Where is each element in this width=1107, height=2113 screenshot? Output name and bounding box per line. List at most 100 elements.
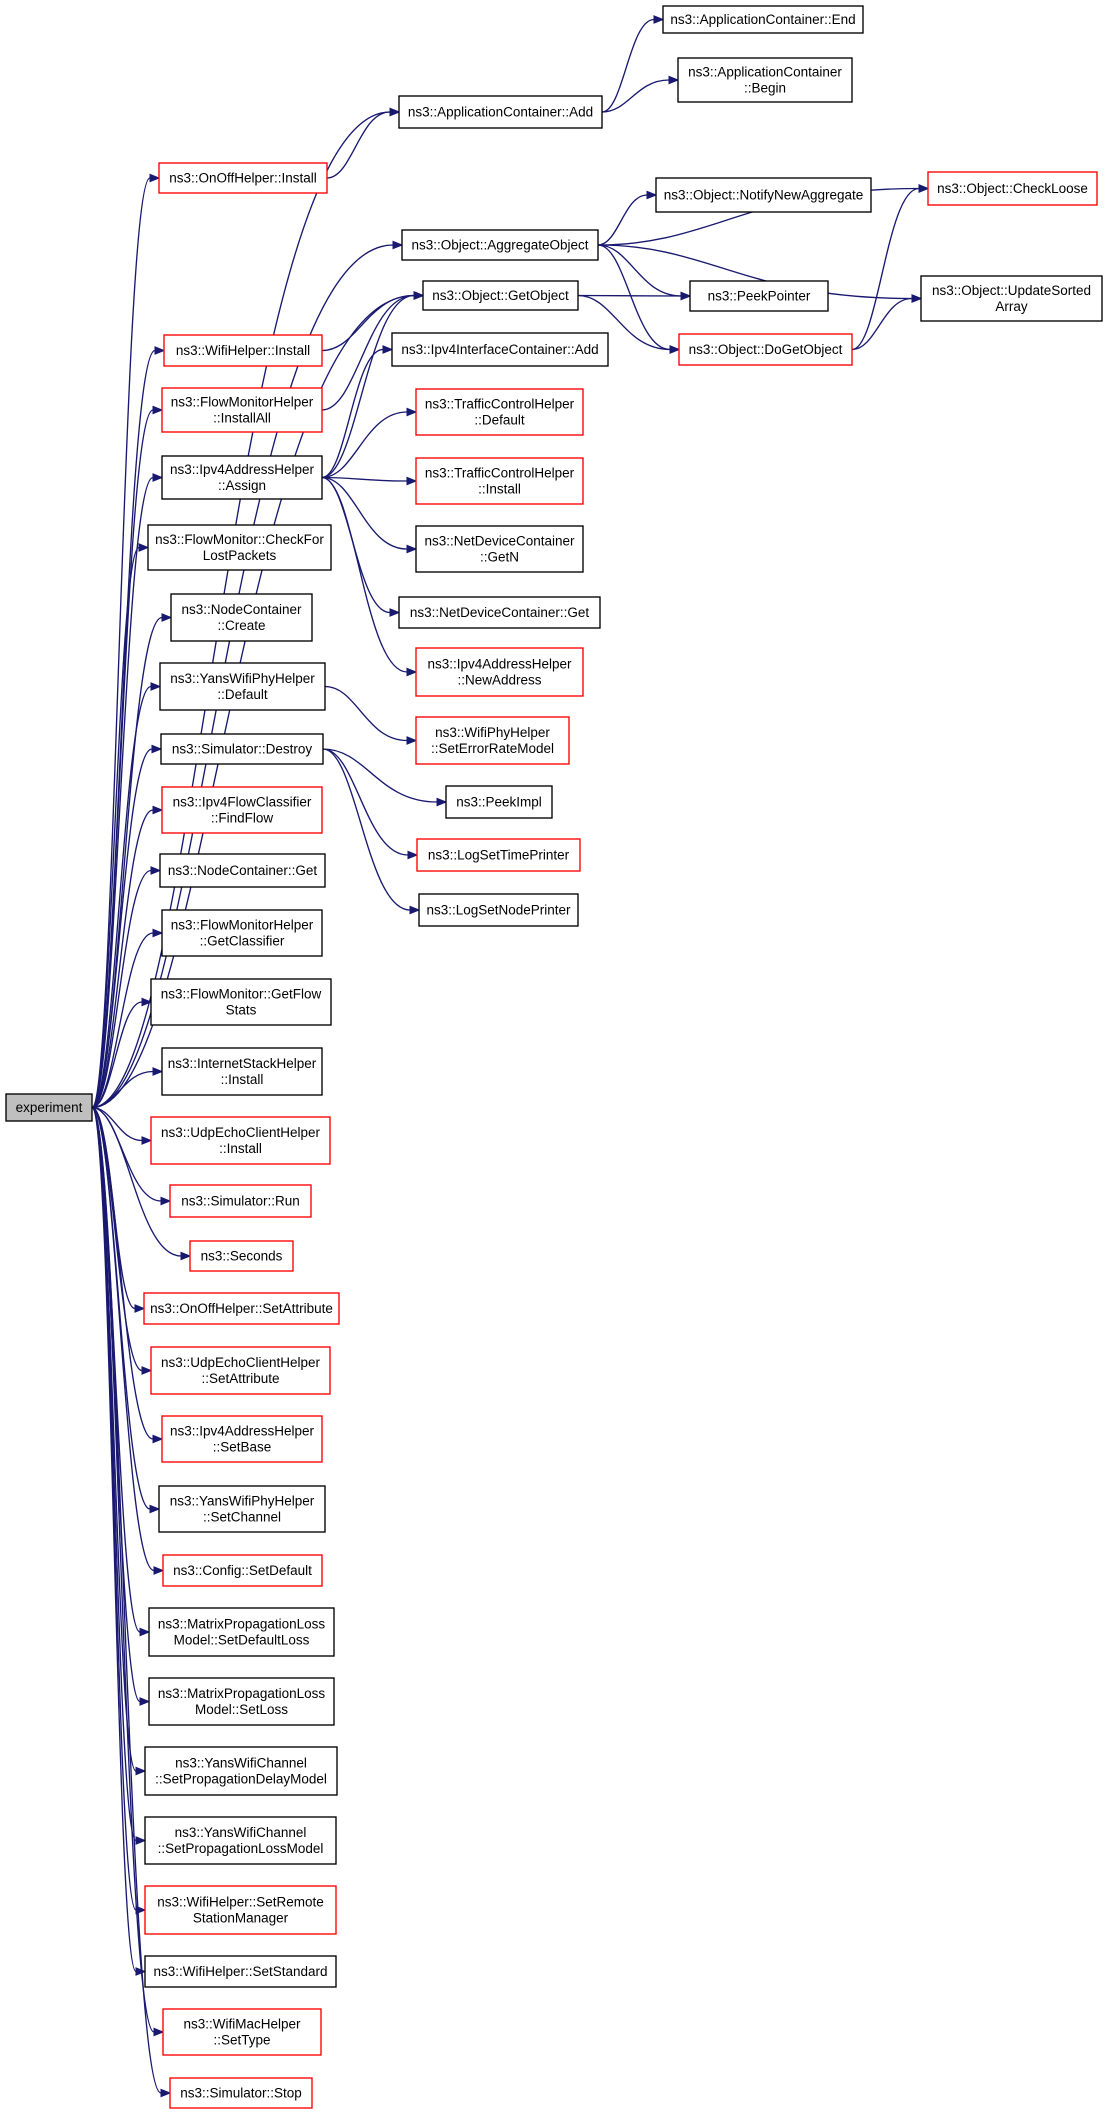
edge-obj_aggregate-to-obj_notify [597, 194, 648, 246]
node-tch_default[interactable]: ns3::TrafficControlHelper::Default [415, 388, 584, 436]
node-label-peekpointer-line-1: ns3::PeekPointer [708, 289, 811, 304]
node-box-experiment [5, 1093, 93, 1122]
node-app_end[interactable]: ns3::ApplicationContainer::End [662, 5, 864, 34]
node-label-ywph_setchannel-line-2: ::SetChannel [203, 1510, 281, 1525]
node-label-mpl_setloss-line-2: Model::SetLoss [195, 1702, 288, 1717]
node-app_add[interactable]: ns3::ApplicationContainer::Add [398, 95, 603, 129]
node-box-ish_install [161, 1047, 323, 1096]
node-wph_seterror[interactable]: ns3::WifiPhyHelper::SetErrorRateModel [415, 716, 570, 765]
node-label-ipv4ah_newaddress-line-2: ::NewAddress [457, 673, 541, 688]
node-box-obj_checkloose [927, 171, 1098, 206]
node-box-obj_notify [655, 177, 872, 213]
node-label-uech_setattr-line-1: ns3::UdpEchoClientHelper [161, 1355, 321, 1370]
node-label-wh_setremote-line-2: StationManager [193, 1911, 289, 1926]
arrowhead-experiment-to-ipv4ah_assign [152, 473, 164, 482]
arrowhead-experiment-to-obj_aggregate [392, 240, 404, 250]
node-label-ipv4ic_add-line-1: ns3::Ipv4InterfaceContainer::Add [401, 342, 598, 357]
node-nc_get[interactable]: ns3::NodeContainer::Get [159, 853, 326, 888]
node-ywph_default[interactable]: ns3::YansWifiPhyHelper::Default [159, 662, 326, 711]
node-label-fmh_getclassifier-line-2: ::GetClassifier [200, 934, 285, 949]
node-fmh_getclassifier[interactable]: ns3::FlowMonitorHelper::GetClassifier [161, 909, 323, 957]
node-label-ndc_getn-line-2: ::GetN [480, 550, 519, 565]
node-ipv4fc_findflow[interactable]: ns3::Ipv4FlowClassifier::FindFlow [161, 786, 323, 834]
node-label-nc_create-line-2: ::Create [217, 618, 265, 633]
node-sim_destroy[interactable]: ns3::Simulator::Destroy [160, 733, 324, 765]
node-obj_aggregate[interactable]: ns3::Object::AggregateObject [401, 229, 599, 261]
node-uech_install[interactable]: ns3::UdpEchoClientHelper::Install [150, 1116, 331, 1165]
node-config_setdefault[interactable]: ns3::Config::SetDefault [162, 1554, 323, 1587]
node-logsettime[interactable]: ns3::LogSetTimePrinter [416, 838, 581, 872]
node-label-obj_aggregate-line-1: ns3::Object::AggregateObject [411, 238, 588, 253]
node-obj_checkloose[interactable]: ns3::Object::CheckLoose [927, 171, 1098, 206]
node-box-uech_setattr [150, 1346, 331, 1395]
node-ywc_setdelay[interactable]: ns3::YansWifiChannel::SetPropagationDela… [144, 1746, 338, 1796]
node-box-onoff_install [158, 162, 328, 194]
arrowhead-obj_dogetobject-to-obj_checkloose [918, 184, 930, 193]
node-obj_notify[interactable]: ns3::Object::NotifyNewAggregate [655, 177, 872, 213]
node-label-app_add-line-1: ns3::ApplicationContainer::Add [408, 105, 593, 120]
node-peekimpl[interactable]: ns3::PeekImpl [445, 785, 553, 819]
node-ywph_setchannel[interactable]: ns3::YansWifiPhyHelper::SetChannel [158, 1485, 326, 1533]
node-label-wmh_settype-line-1: ns3::WifiMacHelper [183, 2017, 301, 2032]
node-box-ndc_get [398, 596, 601, 629]
arrowhead-experiment-to-uech_setattr [141, 1366, 153, 1375]
node-ipv4ah_assign[interactable]: ns3::Ipv4AddressHelper::Assign [161, 455, 323, 500]
node-ipv4ic_add[interactable]: ns3::Ipv4InterfaceContainer::Add [391, 332, 609, 367]
node-obj_dogetobject[interactable]: ns3::Object::DoGetObject [678, 333, 853, 366]
node-ish_install[interactable]: ns3::InternetStackHelper::Install [161, 1047, 323, 1096]
node-box-peekpointer [689, 280, 829, 312]
node-label-mpl_setdefaultloss-line-2: Model::SetDefaultLoss [174, 1633, 310, 1648]
node-box-mpl_setloss [148, 1677, 335, 1726]
edge-experiment-to-ipv4ah_setbase [91, 1106, 154, 1440]
node-label-fm_checklost-line-1: ns3::FlowMonitor::CheckFor [155, 532, 324, 547]
arrowhead-experiment-to-ish_install [152, 1067, 164, 1076]
node-peekpointer[interactable]: ns3::PeekPointer [689, 280, 829, 312]
node-fmh_installall[interactable]: ns3::FlowMonitorHelper::InstallAll [161, 387, 323, 433]
node-box-nc_get [159, 853, 326, 888]
node-box-obj_getobject [422, 280, 579, 311]
node-mpl_setdefaultloss[interactable]: ns3::MatrixPropagationLossModel::SetDefa… [148, 1607, 335, 1657]
node-box-ipv4ah_assign [161, 455, 323, 500]
edge-experiment-to-sim_stop [91, 1106, 162, 2094]
node-obj_getobject[interactable]: ns3::Object::GetObject [422, 280, 579, 311]
node-box-wh_setstandard [144, 1955, 337, 1988]
node-nc_create[interactable]: ns3::NodeContainer::Create [170, 593, 313, 642]
node-ywc_setloss[interactable]: ns3::YansWifiChannel::SetPropagationLoss… [144, 1816, 337, 1865]
node-tch_install[interactable]: ns3::TrafficControlHelper::Install [415, 457, 584, 505]
node-label-obj_updatesorted-line-2: Array [995, 299, 1028, 314]
edge-ywph_default-to-wph_seterror [324, 685, 408, 742]
node-ipv4ah_setbase[interactable]: ns3::Ipv4AddressHelper::SetBase [161, 1415, 323, 1463]
node-seconds[interactable]: ns3::Seconds [189, 1240, 294, 1272]
edge-sim_destroy-to-peekimpl [322, 748, 438, 803]
arrowhead-sim_destroy-to-logsettime [407, 850, 419, 860]
node-label-tch_install-line-2: ::Install [478, 482, 521, 497]
node-sim_stop[interactable]: ns3::Simulator::Stop [169, 2077, 313, 2109]
node-onoff_setattr[interactable]: ns3::OnOffHelper::SetAttribute [143, 1292, 340, 1325]
node-box-ipv4ic_add [391, 332, 609, 367]
arrowhead-sim_destroy-to-peekimpl [436, 797, 448, 807]
node-box-wifi_install [163, 334, 323, 367]
node-sim_run[interactable]: ns3::Simulator::Run [169, 1184, 312, 1218]
arrowhead-obj_aggregate-to-obj_notify [646, 190, 658, 200]
node-ndc_get[interactable]: ns3::NetDeviceContainer::Get [398, 596, 601, 629]
node-label-uech_setattr-line-2: ::SetAttribute [201, 1371, 279, 1386]
node-ipv4ah_newaddress[interactable]: ns3::Ipv4AddressHelper::NewAddress [415, 647, 584, 697]
node-label-obj_notify-line-1: ns3::Object::NotifyNewAggregate [664, 188, 864, 203]
node-label-ywc_setloss-line-2: ::SetPropagationLossModel [158, 1841, 324, 1856]
node-wh_setstandard[interactable]: ns3::WifiHelper::SetStandard [144, 1955, 337, 1988]
node-uech_setattr[interactable]: ns3::UdpEchoClientHelper::SetAttribute [150, 1346, 331, 1395]
node-experiment[interactable]: experiment [5, 1093, 93, 1122]
node-wmh_settype[interactable]: ns3::WifiMacHelper::SetType [162, 2008, 322, 2056]
node-logsetnode[interactable]: ns3::LogSetNodePrinter [418, 893, 579, 927]
arrowhead-experiment-to-fm_getflowstats [141, 997, 153, 1007]
node-wifi_install[interactable]: ns3::WifiHelper::Install [163, 334, 323, 367]
node-app_begin[interactable]: ns3::ApplicationContainer::Begin [677, 57, 853, 103]
node-ndc_getn[interactable]: ns3::NetDeviceContainer::GetN [415, 525, 584, 573]
node-onoff_install[interactable]: ns3::OnOffHelper::Install [158, 162, 328, 194]
